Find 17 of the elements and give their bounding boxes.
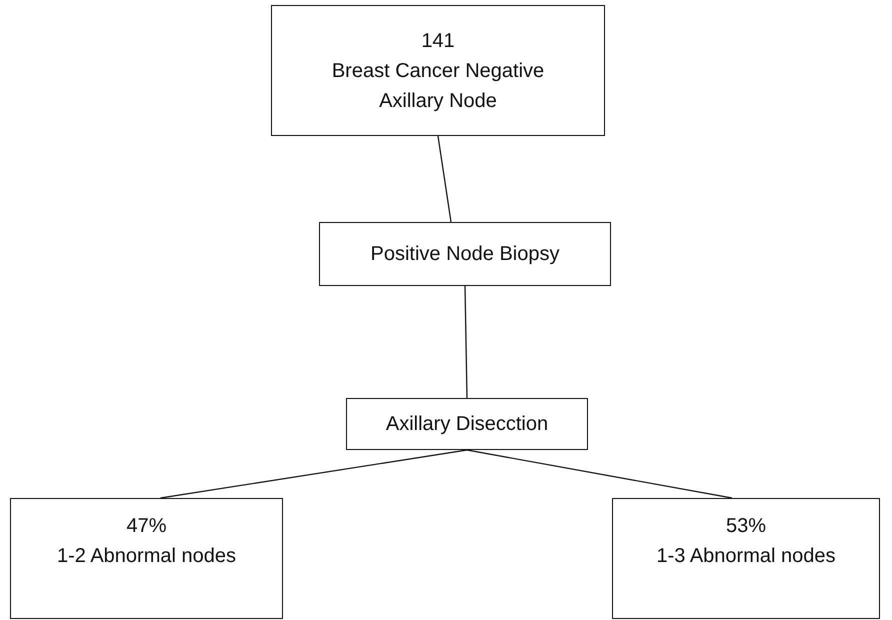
box-text: 141 [421,28,455,54]
connector-line [160,449,468,499]
box-text: 53% [726,514,766,539]
box-text: Axillary Disecction [386,412,548,437]
connector-line [464,286,468,398]
result-box [10,498,283,619]
box-text: Breast Cancer Negative Axillary Node [330,58,546,114]
box-text: 47% [126,514,167,539]
connector-line [437,136,452,222]
process-box [319,222,611,286]
connector-line [466,449,732,499]
process-box [346,398,588,450]
box-text: 1-2 Abnormal nodes [56,544,236,569]
box-text: 1-3 Abnormal nodes [656,544,836,569]
process-box [271,5,605,136]
result-box [612,498,880,619]
box-text: Positive Node Biopsy [370,242,560,267]
